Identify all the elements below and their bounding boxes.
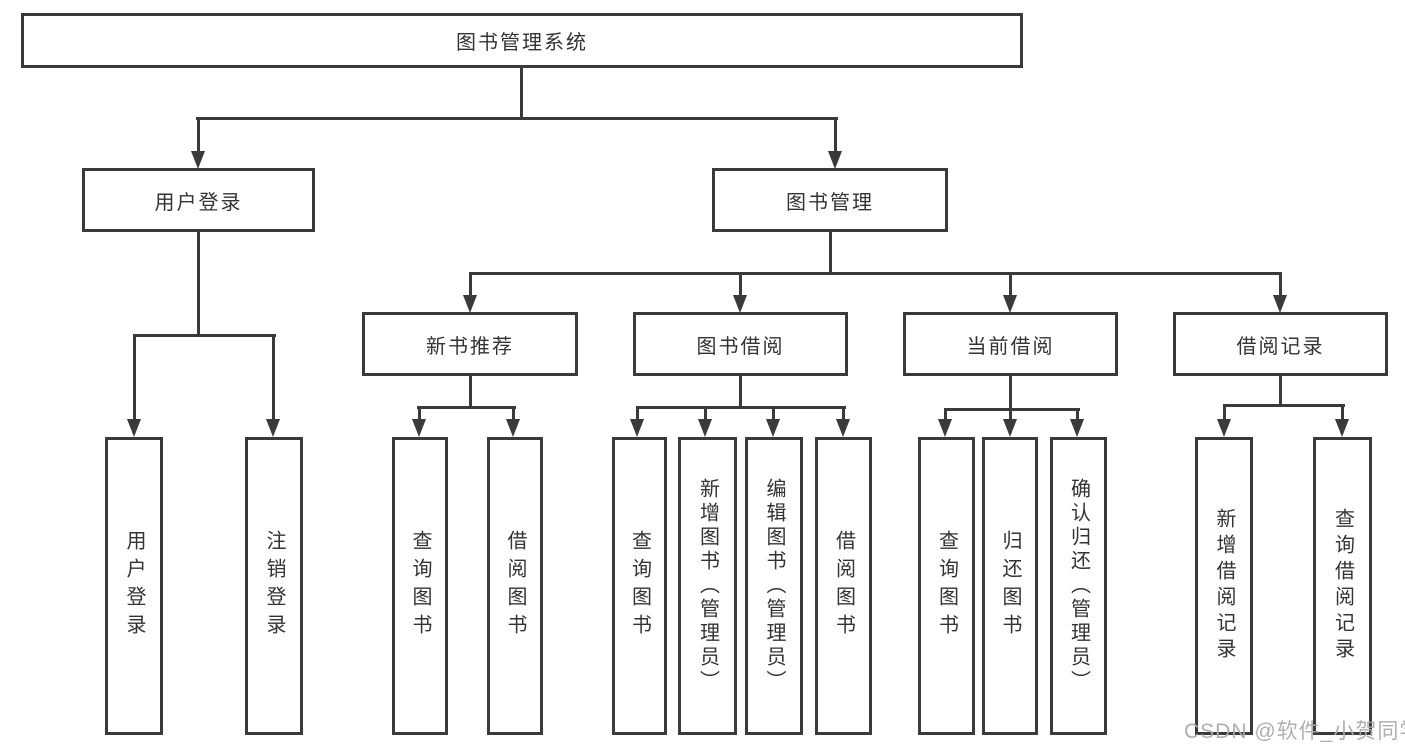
leaf-query-borrow-record-label: 查询借阅记录 [1331,508,1354,664]
arrow-down-icon [463,295,477,313]
connector-current-shaft-1 [944,408,947,420]
leaf-borrow-book-recommend-label: 借阅图书 [504,530,526,642]
connector-root-left-shaft [197,117,200,152]
arrow-down-icon [1335,419,1349,437]
leaf-query-borrow-record: 查询借阅记录 [1313,437,1372,735]
connector-record-shaft-1 [1223,404,1226,420]
connector-userlogin-hline [133,334,276,337]
connector-bookmanage-shaft-3 [1009,272,1012,296]
connector-record-shaft-2 [1341,404,1344,420]
arrow-down-icon [698,419,712,437]
node-user-login-label: 用户登录 [154,191,243,214]
leaf-user-login: 用户登录 [105,437,163,735]
watermark-text: CSDN @软件_小贺同学 [1184,720,1405,743]
leaf-query-book-borrow-label: 查询图书 [628,530,651,642]
arrow-down-icon [1003,419,1017,437]
arrow-down-icon [766,419,780,437]
node-book-borrow: 图书借阅 [633,312,848,376]
connector-record-hline [1223,404,1345,407]
node-current-borrow-label: 当前借阅 [966,335,1055,358]
node-book-manage: 图书管理 [712,168,948,232]
leaf-query-book-recommend-label: 查询图书 [409,530,431,642]
connector-bookmanage-hline [469,272,1282,275]
connector-record-vline [1279,376,1282,406]
node-borrow-record: 借阅记录 [1173,312,1388,376]
node-book-borrow-label: 图书借阅 [696,335,785,358]
arrow-down-icon [938,419,952,437]
connector-borrow-shaft-2 [704,406,707,420]
node-borrow-record-label: 借阅记录 [1236,335,1325,358]
connector-borrow-shaft-3 [772,406,775,420]
arrow-down-icon [733,295,747,313]
arrow-down-icon [836,419,850,437]
connector-userlogin-shaft-2 [272,334,275,420]
connector-root-right-shaft [834,117,837,152]
arrow-down-icon [1003,295,1017,313]
arrow-down-icon [266,419,280,437]
leaf-add-book-admin: 新增图书（管理员） [678,437,737,735]
connector-bookmanage-shaft-4 [1279,272,1282,296]
connector-current-shaft-2 [1009,408,1012,420]
leaf-borrow-book: 借阅图书 [815,437,872,735]
node-user-login: 用户登录 [82,168,315,232]
leaf-logout-login-label: 注销登录 [263,530,285,642]
leaf-edit-book-admin-label: 编辑图书（管理员） [763,478,785,694]
connector-current-hline [944,408,1080,411]
arrow-down-icon [191,151,205,169]
connector-userlogin-vline [197,232,200,335]
leaf-confirm-return-admin: 确认归还（管理员） [1050,437,1107,735]
connector-recommend-vline [469,376,472,408]
connector-bookmanage-shaft-1 [469,272,472,296]
leaf-logout-login: 注销登录 [245,437,303,735]
connector-bookmanage-vline [829,232,832,274]
arrow-down-icon [630,419,644,437]
node-root-label: 图书管理系统 [456,32,588,54]
node-current-borrow: 当前借阅 [903,312,1118,376]
node-book-manage-label: 图书管理 [786,191,874,214]
leaf-edit-book-admin: 编辑图书（管理员） [745,437,803,735]
connector-borrow-vline [739,376,742,408]
arrow-down-icon [506,419,520,437]
leaf-query-book-recommend: 查询图书 [392,437,448,735]
connector-bookmanage-shaft-2 [739,272,742,296]
connector-borrow-shaft-4 [842,406,845,420]
leaf-add-book-admin-label: 新增图书（管理员） [696,478,719,694]
connector-root-hline [196,117,838,120]
connector-recommend-hline [417,406,516,409]
connector-borrow-hline [636,406,846,409]
connector-borrow-shaft-1 [636,406,639,420]
arrow-down-icon [412,419,426,437]
connector-recommend-shaft-2 [512,406,515,420]
arrow-down-icon [828,151,842,169]
leaf-query-book-current-label: 查询图书 [935,530,958,642]
connector-current-vline [1009,376,1012,410]
leaf-user-login-label: 用户登录 [123,530,145,642]
leaf-borrow-book-label: 借阅图书 [832,530,855,642]
leaf-return-book-label: 归还图书 [999,530,1021,642]
leaf-borrow-book-recommend: 借阅图书 [487,437,543,735]
leaf-query-book-current: 查询图书 [918,437,975,735]
leaf-add-borrow-record: 新增借阅记录 [1195,437,1253,735]
leaf-add-borrow-record-label: 新增借阅记录 [1213,508,1235,664]
node-root: 图书管理系统 [21,13,1023,68]
leaf-return-book: 归还图书 [982,437,1038,735]
connector-recommend-shaft-1 [418,406,421,420]
arrow-down-icon [1217,419,1231,437]
connector-userlogin-shaft-1 [133,334,136,420]
leaf-query-book-borrow: 查询图书 [612,437,667,735]
arrow-down-icon [1273,295,1287,313]
node-new-book-recommend-label: 新书推荐 [426,335,514,358]
arrow-down-icon [127,419,141,437]
connector-current-shaft-3 [1076,408,1079,420]
arrow-down-icon [1070,419,1084,437]
leaf-confirm-return-admin-label: 确认归还（管理员） [1067,478,1090,694]
connector-root-vline [520,68,523,119]
node-new-book-recommend: 新书推荐 [362,312,578,376]
